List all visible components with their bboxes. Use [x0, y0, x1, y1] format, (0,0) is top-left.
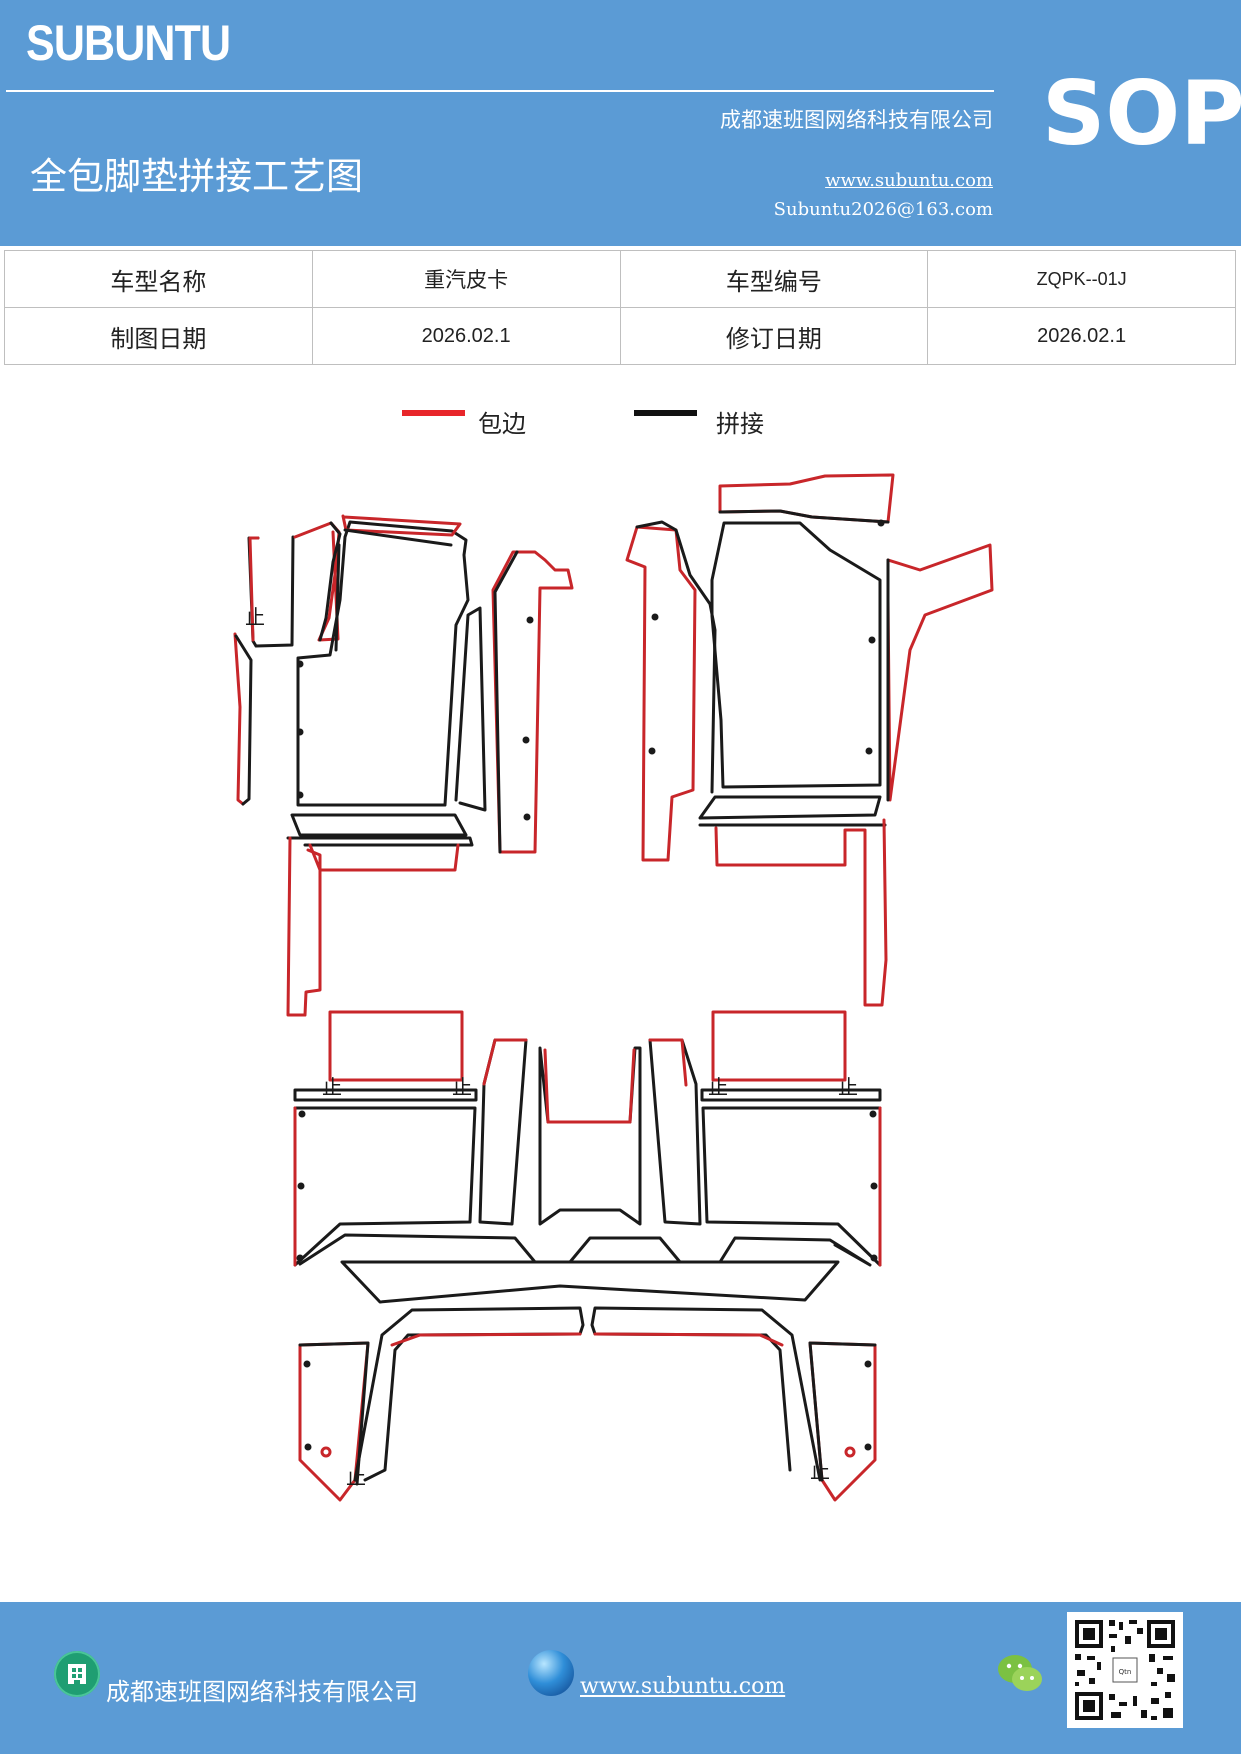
rear-right-seat-mat — [701, 1106, 882, 1267]
rear-left-arch — [353, 1306, 585, 1482]
svg-text:Qtn: Qtn — [1119, 1668, 1132, 1676]
front-right-heel-pad — [698, 795, 882, 820]
front-right-main-mat — [710, 521, 882, 789]
footer-company: 成都速班图网络科技有限公司 — [106, 1678, 418, 1706]
front-right-tunnel-flap — [886, 543, 994, 802]
stop-mark: 止 — [322, 1075, 342, 1099]
legend-edge-label: 包边 — [478, 410, 526, 438]
legend-seam-label: 拼接 — [716, 410, 764, 438]
revise-date-label: 修订日期 — [619, 307, 929, 365]
revise-date-value: 2026.02.1 — [927, 307, 1236, 365]
rear-floor-lower — [340, 1260, 840, 1304]
model-code-label: 车型编号 — [619, 250, 929, 308]
rear-right-band — [700, 1088, 882, 1102]
front-right-door-strip — [625, 525, 697, 862]
front-left-outer-strip — [233, 632, 245, 806]
sop-label: SOP — [1042, 62, 1241, 165]
globe-icon — [528, 1650, 574, 1696]
front-left-main-mat — [296, 520, 470, 807]
model-code-value: ZQPK--01J — [927, 250, 1236, 308]
front-left-side-strip — [247, 535, 295, 648]
stop-mark: 止 — [245, 605, 265, 629]
rear-left-band — [293, 1088, 478, 1102]
stop-mark: 止 — [346, 1465, 366, 1489]
footer-website-link[interactable]: www.subuntu.com — [580, 1674, 786, 1699]
front-left-upper-piece — [293, 521, 341, 642]
header-website-link[interactable]: www.subuntu.com — [825, 170, 993, 191]
front-left-lower-bar — [286, 836, 474, 847]
legend-edge-swatch — [402, 410, 465, 416]
rear-left-top-tab — [328, 1010, 464, 1082]
front-left-heel-pad — [290, 813, 468, 837]
fastener-dots — [296, 519, 885, 1451]
draw-date-label: 制图日期 — [4, 307, 313, 365]
header-company: 成都速班图网络科技有限公司 — [720, 108, 993, 132]
front-left-pillar-strip — [454, 606, 487, 812]
legend-seam-swatch — [634, 410, 697, 416]
stop-mark: 止 — [838, 1075, 858, 1099]
brand-logo: SUBUNTU — [26, 15, 231, 71]
header-divider — [6, 90, 994, 92]
header-email[interactable]: Subuntu2026@163.com — [773, 199, 993, 220]
table-row: 制图日期 2026.02.1 修订日期 2026.02.1 — [4, 307, 1236, 365]
mat-splicing-diagram: 止 止 止 止 止 止 止 — [233, 473, 994, 1502]
rear-left-seat-mat — [293, 1106, 477, 1267]
stop-mark: 止 — [452, 1075, 472, 1099]
draw-date-value: 2026.02.1 — [311, 307, 621, 365]
stop-mark: 止 — [708, 1075, 728, 1099]
footer-banner: 成都速班图网络科技有限公司 www.subuntu.com — [0, 1602, 1241, 1754]
stop-mark: 止 — [810, 1459, 830, 1483]
model-name-label: 车型名称 — [4, 250, 313, 308]
model-name-value: 重汽皮卡 — [311, 250, 621, 308]
table-row: 车型名称 重汽皮卡 车型编号 ZQPK--01J — [4, 250, 1236, 308]
rear-center-tunnel — [538, 1046, 642, 1226]
qr-code-icon[interactable]: Qtn — [1067, 1612, 1183, 1728]
header-banner: SUBUNTU 成都速班图网络科技有限公司 全包脚垫拼接工艺图 www.subu… — [0, 0, 1241, 246]
rear-right-top-tab — [711, 1010, 847, 1082]
rear-floor-main — [298, 1233, 872, 1267]
info-table: 车型名称 重汽皮卡 车型编号 ZQPK--01J 制图日期 2026.02.1 … — [4, 250, 1236, 365]
front-left-door-strip — [491, 550, 574, 854]
rear-center-tunnel-right — [648, 1038, 702, 1226]
wechat-icon[interactable] — [996, 1652, 1044, 1696]
page-title: 全包脚垫拼接工艺图 — [30, 155, 363, 198]
rear-right-arch — [590, 1306, 822, 1482]
building-icon — [54, 1651, 100, 1697]
